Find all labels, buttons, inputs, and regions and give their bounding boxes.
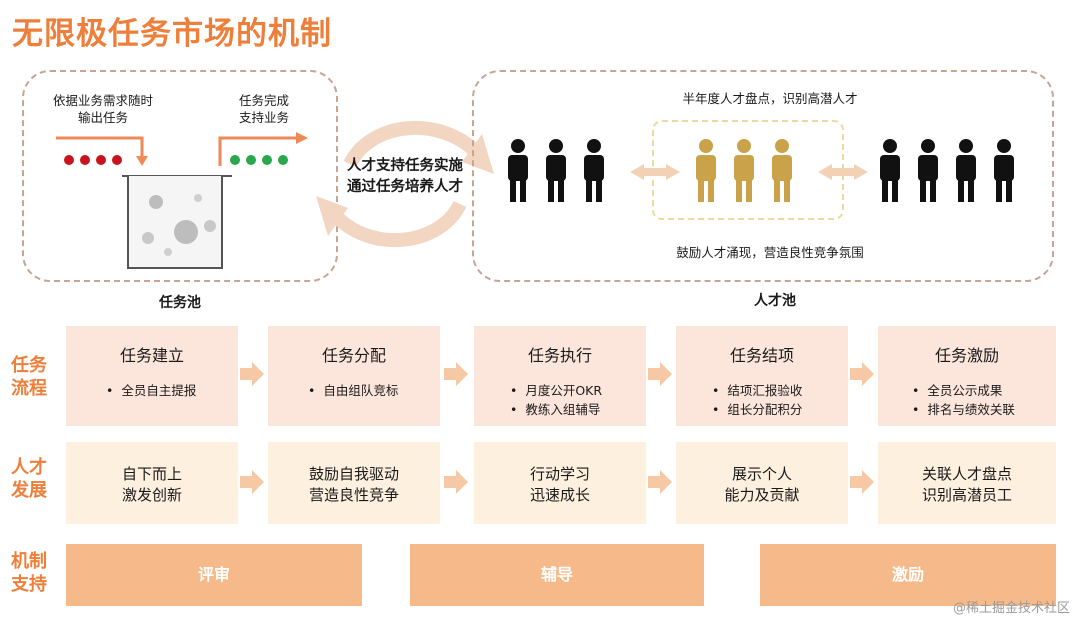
process-box-incentive: 任务激励 • 全员公示成果 • 排名与绩效关联 xyxy=(878,326,1056,426)
list-item: • 全员自主提报 xyxy=(106,383,197,398)
development-box-1: 自下而上激发创新 xyxy=(66,442,238,524)
task-pool-region xyxy=(22,70,338,282)
list-item: • 教练入组辅导 xyxy=(510,402,601,417)
talent-top-text: 半年度人才盘点，识别高潜人才 xyxy=(682,91,858,106)
list-item: • 月度公开OKR xyxy=(510,383,603,398)
talent-pool-region xyxy=(472,70,1054,282)
process-box-create: 任务建立 • 全员自主提报 xyxy=(66,326,238,426)
page-title: 无限极任务市场的机制 xyxy=(12,16,332,52)
task-output-text: 任务完成 支持业务 xyxy=(238,93,289,125)
list-item: • 排名与绩效关联 xyxy=(912,402,1015,417)
list-item: • 自由组队竞标 xyxy=(308,383,399,398)
development-box-2: 鼓励自我驱动营造良性竞争 xyxy=(268,442,440,524)
support-bar-coaching: 辅导 xyxy=(410,544,704,606)
list-item: • 组长分配积分 xyxy=(712,402,803,417)
row-label-process: 任务流程 xyxy=(11,355,47,399)
row-label-development: 人才发展 xyxy=(11,457,47,501)
row-label-support: 机制支持 xyxy=(11,551,47,595)
process-box-assign: 任务分配 • 自由组队竞标 xyxy=(268,326,440,426)
process-box-close: 任务结项 • 结项汇报验收 • 组长分配积分 xyxy=(676,326,848,426)
input-task-dots xyxy=(64,150,128,169)
process-box-execute: 任务执行 • 月度公开OKR • 教练入组辅导 xyxy=(474,326,646,426)
talent-bottom-text: 鼓励人才涌现，营造良性竞争氛围 xyxy=(676,245,864,260)
task-input-text: 依据业务需求随时 输出任务 xyxy=(52,93,153,125)
beaker-icon xyxy=(122,175,232,269)
cycle-arrows-icon xyxy=(316,120,494,248)
watermark: @稀土掘金技术社区 xyxy=(952,601,1070,616)
support-bar-incentive: 激励 xyxy=(760,544,1056,606)
people-group-icon xyxy=(508,139,1014,202)
development-box-4: 展示个人能力及贡献 xyxy=(676,442,848,524)
support-bar-review: 评审 xyxy=(66,544,362,606)
cycle-text: 人才支持任务实施 通过任务培养人才 xyxy=(347,158,463,195)
task-pool-label: 任务池 xyxy=(159,295,201,311)
development-box-3: 行动学习迅速成长 xyxy=(474,442,646,524)
output-task-dots xyxy=(230,150,294,169)
talent-pool-label: 人才池 xyxy=(754,293,796,309)
development-box-5: 关联人才盘点识别高潜员工 xyxy=(878,442,1056,524)
list-item: • 结项汇报验收 xyxy=(712,383,803,398)
task-flow-arrows xyxy=(56,132,308,166)
list-item: • 全员公示成果 xyxy=(912,383,1003,398)
